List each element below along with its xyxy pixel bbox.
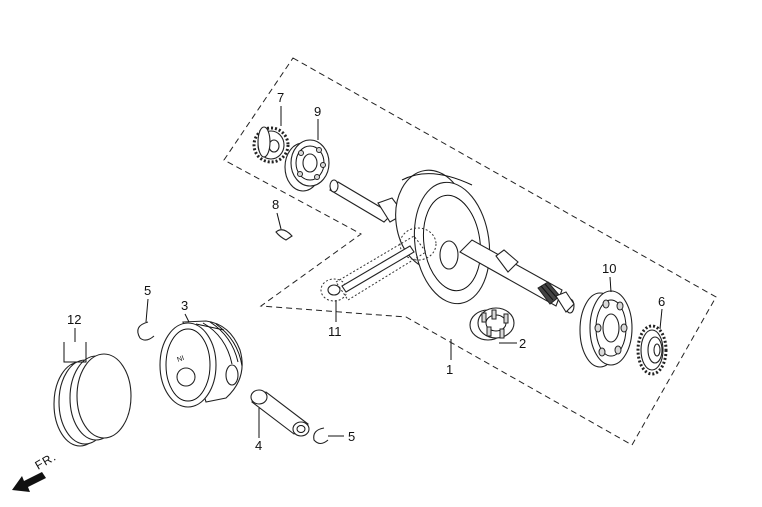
- callout-12: 12: [67, 312, 81, 327]
- callout-1: 1: [446, 362, 453, 377]
- piston-pin-clip-upper: [137, 321, 155, 341]
- callout-3: 3: [181, 298, 188, 313]
- crankshaft-assembly: [329, 169, 575, 314]
- callout-8: 8: [272, 197, 279, 212]
- piston-marking: NI: [176, 355, 185, 364]
- woodruff-key: [275, 229, 293, 241]
- front-label: FR.: [33, 449, 59, 472]
- crankshaft-assembly-boundary: [223, 57, 717, 446]
- callout-2: 2: [519, 336, 526, 351]
- needle-bearing: [469, 307, 515, 341]
- callout-11: 11: [328, 324, 342, 339]
- piston: NI: [159, 320, 243, 408]
- callout-10: 10: [602, 261, 616, 276]
- right-ball-bearing: [579, 290, 633, 368]
- callout-5-upper: 5: [144, 283, 151, 298]
- callout-5-lower: 5: [348, 429, 355, 444]
- left-ball-bearing: [284, 139, 330, 192]
- callout-9: 9: [314, 104, 321, 119]
- front-direction-marker: FR.: [12, 449, 59, 492]
- piston-pin: [250, 389, 310, 437]
- drive-sprocket: [636, 324, 668, 376]
- connecting-rod: [320, 227, 437, 302]
- callout-4: 4: [255, 438, 262, 453]
- callout-7: 7: [277, 90, 284, 105]
- piston-pin-clip-lower: [313, 427, 329, 445]
- callout-6: 6: [658, 294, 665, 309]
- leader-lines: [63, 106, 663, 438]
- piston-rings: [53, 353, 132, 447]
- front-arrow-icon: [12, 472, 46, 492]
- timing-gear: [252, 126, 290, 164]
